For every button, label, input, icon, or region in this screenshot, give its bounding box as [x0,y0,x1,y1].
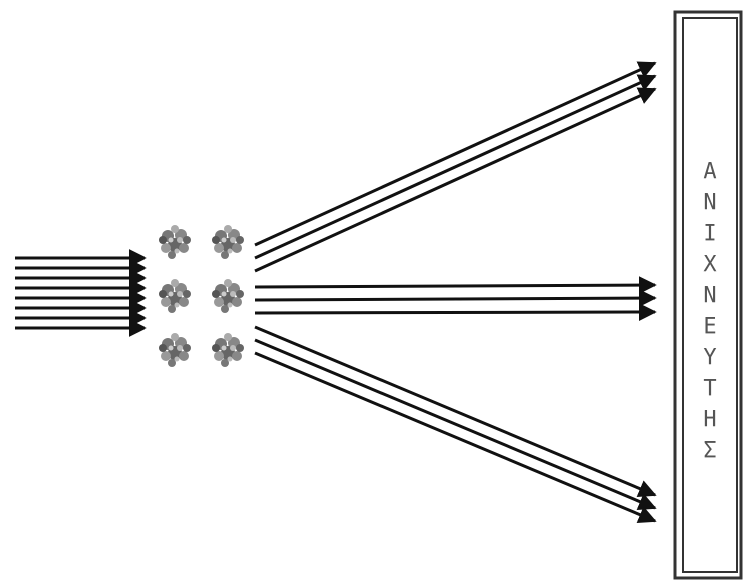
detector-letter: Η [703,407,716,432]
molecule-cluster-icon [159,279,191,313]
scattered-ray [255,76,655,258]
detector-letter: Α [703,159,716,184]
detector-letter: Υ [703,345,716,370]
scattered-ray [255,63,655,245]
scattered-ray [255,298,655,300]
scattered-beam-upper [255,63,655,271]
scattered-ray [255,89,655,271]
molecule-cluster-icon [159,225,191,259]
molecule-cluster-icon [212,225,244,259]
detector-letter: Ν [703,190,716,215]
detector-letter: Χ [703,252,717,277]
sample-particles [159,225,244,367]
detector-letter: Ν [703,283,716,308]
incoming-beam [15,258,145,328]
molecule-cluster-icon [212,333,244,367]
detector-letter: Ι [703,221,716,246]
molecule-cluster-icon [212,279,244,313]
detector-letter: Σ [703,438,716,463]
scattered-beam-lower [255,327,655,521]
detector-letter: Ε [703,314,716,339]
scattered-beam-middle [255,285,655,313]
scattered-ray [255,353,655,521]
detector-letter: Τ [703,376,716,401]
scattered-ray [255,327,655,495]
scattered-ray [255,285,655,287]
scattered-ray [255,312,655,313]
molecule-cluster-icon [159,333,191,367]
scattered-ray [255,340,655,508]
